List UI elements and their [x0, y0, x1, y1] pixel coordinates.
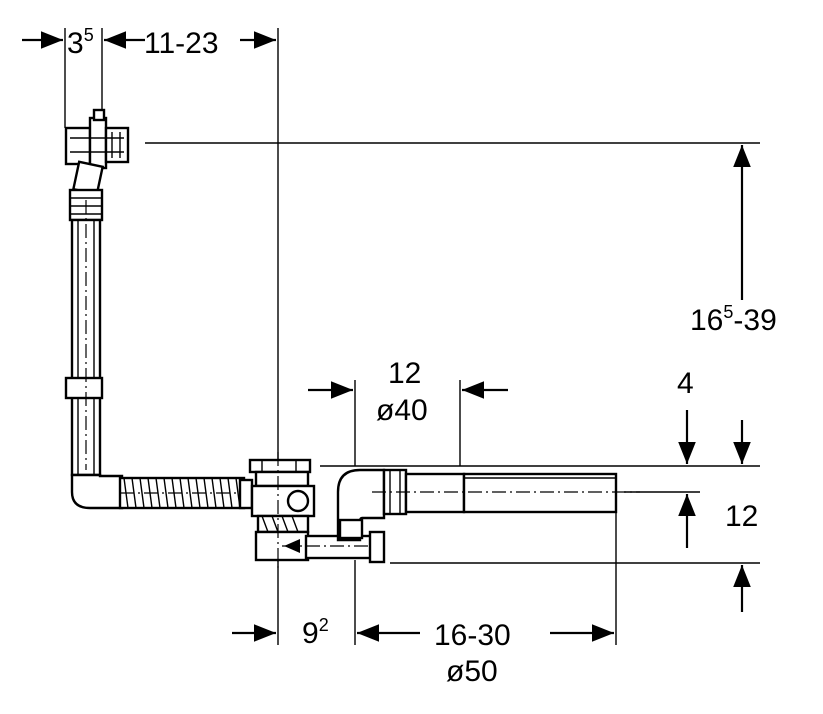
dimension-arrows: [22, 31, 751, 642]
dim-top-right: 11-23: [144, 27, 219, 60]
dim-bottom-length: 16-30: [434, 619, 511, 652]
dimension-labels: 35 11-23 165-39 12 ø40 4 12 92 16-30 ø50: [67, 25, 777, 688]
dim-overflow-diameter: ø40: [376, 394, 428, 427]
flexible-hose: [118, 476, 254, 510]
overflow-pipe: [64, 188, 124, 510]
dim-height: 165-39: [690, 302, 777, 337]
dim-rim-offset: 4: [677, 367, 694, 400]
dim-overflow-length: 12: [388, 357, 421, 390]
dim-top-left: 35: [67, 25, 94, 60]
overflow-head: [64, 108, 130, 196]
waste-valve: [248, 452, 386, 570]
dim-drain-depth: 12: [725, 500, 758, 533]
dim-bottom-diameter: ø50: [446, 655, 498, 688]
drain-outlet: [336, 468, 640, 542]
extension-lines: [64, 28, 760, 645]
dim-bottom-left: 92: [302, 615, 329, 650]
